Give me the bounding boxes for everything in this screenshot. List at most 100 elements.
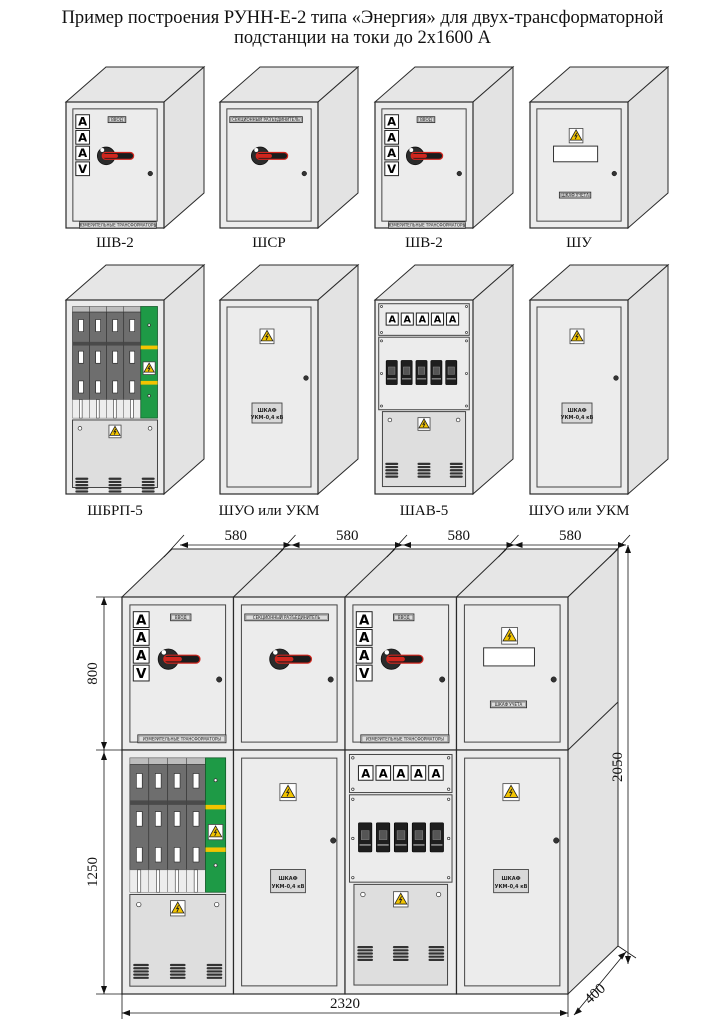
door-panel <box>463 604 561 743</box>
nameplate-text: УКМ-0,4 кВ <box>251 415 284 421</box>
breaker-toggle <box>396 830 406 840</box>
dimension-arrow <box>395 542 403 548</box>
vent-slot <box>169 973 186 976</box>
handle-marker <box>100 148 105 152</box>
cabinet-fuse: ШБРП-5 <box>64 263 206 519</box>
meter-frame <box>357 765 374 781</box>
busbar-yellow-band <box>205 804 226 810</box>
door-panel <box>536 108 622 222</box>
meter-letter: A <box>387 130 396 144</box>
vent-slot <box>357 952 373 955</box>
fuse-window <box>173 773 181 789</box>
meter-frame <box>75 145 91 161</box>
meter-letter: V <box>387 162 396 176</box>
meter-a: A <box>132 611 150 628</box>
meter-letter: A <box>361 766 370 780</box>
vent-grille <box>206 963 223 979</box>
dimension-arrow <box>180 542 188 548</box>
fuse-cap <box>72 306 90 313</box>
warning-icon <box>501 627 518 645</box>
fuse-cap <box>106 306 124 313</box>
vent-slot <box>75 477 89 480</box>
title-line-2: подстанции на токи до 2х1600 А <box>233 28 492 48</box>
nameplate-frame <box>360 734 450 744</box>
vent-slot <box>206 976 223 979</box>
side-seam <box>567 701 619 751</box>
fuse-window <box>78 319 84 332</box>
nameplate-text: УКМ-0,4 кВ <box>495 884 528 890</box>
door-lock-icon <box>147 170 153 177</box>
door-lock-icon <box>613 375 619 381</box>
fuse-cap <box>89 306 107 313</box>
screw-icon <box>214 901 220 908</box>
vent-slot <box>392 952 409 955</box>
circuit-breaker <box>358 822 373 853</box>
handle-red-strip <box>102 153 118 158</box>
fuse-window <box>95 350 101 364</box>
dimension-height-upper: 800 <box>85 662 101 685</box>
warning-icon <box>259 328 275 345</box>
vent-slot <box>141 480 155 484</box>
handle-red-strip <box>275 656 294 662</box>
handle-red-strip <box>411 153 427 158</box>
circuit-breaker <box>430 360 443 385</box>
circuit-breaker <box>393 822 409 853</box>
vent-slot <box>417 462 431 465</box>
nameplate-frame <box>137 734 227 744</box>
fuse-window <box>112 350 118 364</box>
nameplate-frame <box>251 402 283 424</box>
screw-icon <box>360 891 366 898</box>
nameplate-text: ШКАФ <box>567 408 586 414</box>
dimension-arrow <box>403 542 411 548</box>
door-panel <box>226 108 312 222</box>
meter-frame <box>384 145 400 161</box>
meter-a: A <box>428 765 444 781</box>
fuse-divider <box>148 800 168 805</box>
screw-icon <box>380 331 383 334</box>
switch-handle <box>380 648 424 670</box>
cabinet-side <box>627 263 669 496</box>
dimension-arrow <box>101 986 107 994</box>
vent-slot <box>428 952 445 955</box>
plate-input: ВВОД <box>170 613 192 622</box>
vent-slot <box>133 970 149 973</box>
fuse-divider <box>123 341 141 346</box>
vent-slot <box>417 465 431 469</box>
fuse-window <box>192 847 200 863</box>
meter-frame <box>415 312 429 326</box>
dimension-arrow <box>101 752 107 760</box>
vent-slot <box>428 946 445 949</box>
fuse-window <box>192 811 200 827</box>
meter-frame <box>446 312 460 326</box>
dimension-width: 580 <box>448 528 471 544</box>
warning-icon <box>569 328 585 345</box>
assembly-upper-cell: ШКАФ УЧЕТА <box>455 596 569 751</box>
warning-icon <box>142 361 156 375</box>
meter-frame <box>384 114 400 129</box>
breaker-label-strip <box>416 378 427 380</box>
cabinet-label: ШВ-2 <box>96 235 134 251</box>
dimension-arrow <box>618 542 626 548</box>
screw-icon <box>380 339 383 343</box>
vent-slot <box>449 465 463 469</box>
warning-icon <box>108 424 122 439</box>
fuse-switch <box>167 757 187 893</box>
lightning-bolt <box>574 132 578 140</box>
door-lock-icon <box>553 837 560 844</box>
nameplate-frame <box>561 402 593 424</box>
breaker-label-strip <box>431 378 442 380</box>
lightning-bolt <box>422 421 426 428</box>
vent-slot <box>417 472 431 475</box>
screw-icon <box>351 797 355 801</box>
nameplate-inner <box>361 735 448 742</box>
fuse-window <box>129 350 135 364</box>
nameplate-frame <box>558 191 592 199</box>
lightning-bolt <box>507 632 512 641</box>
warning-icon <box>170 900 186 917</box>
screw-icon <box>351 787 355 791</box>
vent-slot <box>75 484 89 487</box>
